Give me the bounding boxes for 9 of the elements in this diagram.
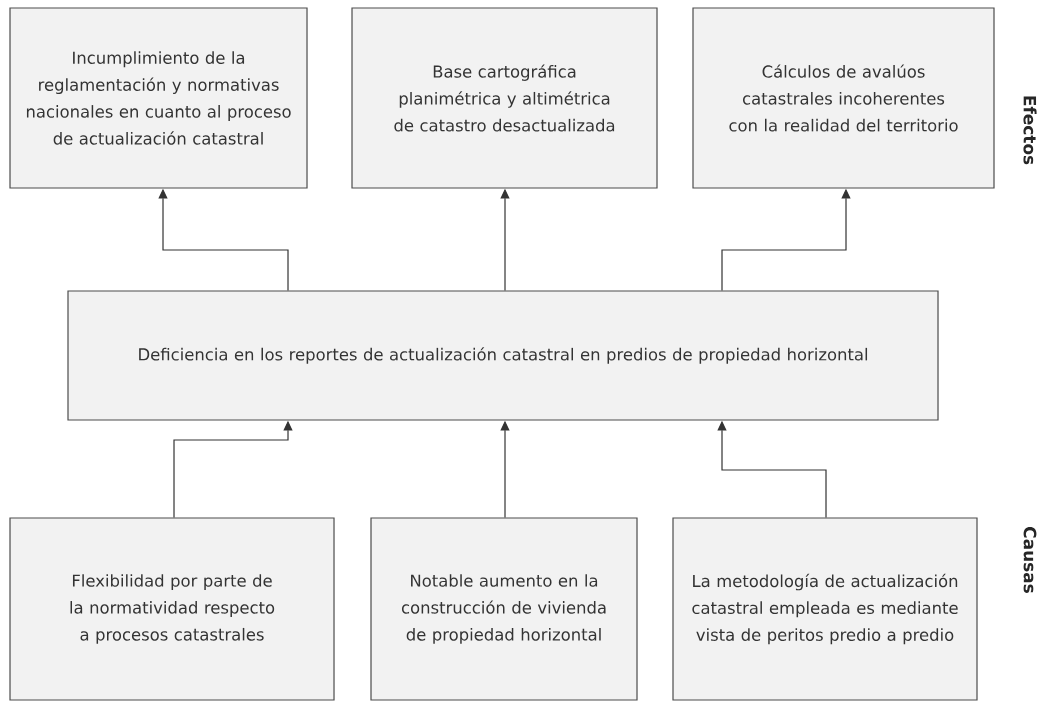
side-label: Efectos [1023,96,1037,165]
process-box: Incumplimiento de la reglamentación y normativas nacionales en cuanto al proceso de actualización catastral [9,7,308,189]
process-box: Notable aumento en la construcción de vivienda de propiedad horizontal [370,517,638,701]
process-box: Flexibilidad por parte de la normatividad respecto a procesos catastrales [9,517,335,701]
process-box: La metodología de actualización catastral empleada es mediante vista de peritos predio a predio [672,517,978,701]
process-box: Cálculos de avalúos catastrales incoherentes con la realidad del territorio [692,7,995,189]
side-label: Causas [1023,527,1037,593]
process-box: Base cartográfica planimétrica y altimétrica de catastro desactualizada [351,7,658,189]
process-box: Deficiencia en los reportes de actualización catastral en predios de propiedad horizontal [67,290,939,421]
